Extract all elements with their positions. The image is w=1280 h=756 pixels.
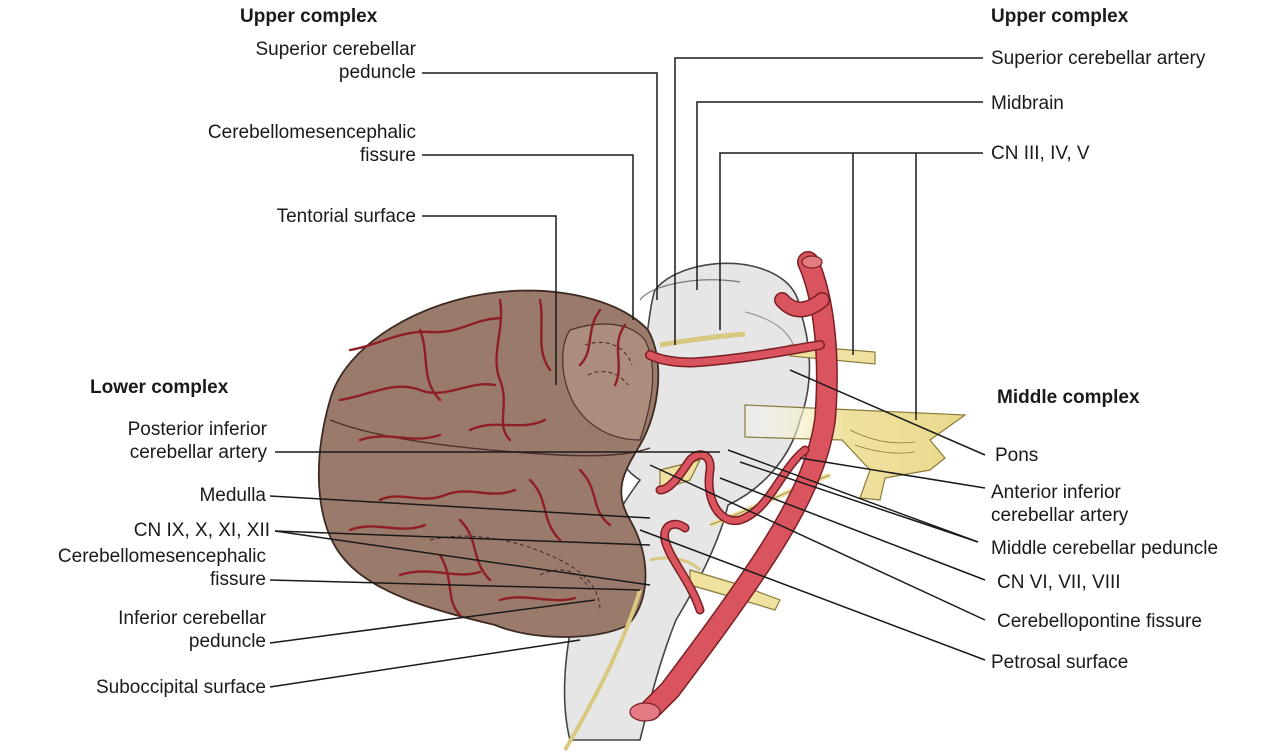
leader-lines — [269, 57, 986, 688]
leader-cerebellomesencephalic-fissure-lower — [269, 579, 641, 591]
label-line: Cerebellomesencephalic — [207, 122, 416, 143]
cn-iv-trochlear — [659, 331, 746, 348]
label-cerebellomesencephalic-fissure-upper: Cerebellomesencephalic fissure — [120, 121, 416, 167]
label-petrosal-surface: Petrosal surface — [991, 652, 1129, 673]
superior-cerebellar-artery-vessel — [646, 341, 824, 366]
cerebellum — [317, 289, 660, 638]
label-line: fissure — [360, 145, 416, 166]
label-cerebellomesencephalic-fissure-lower: Cerebellomesencephalic fissure — [0, 545, 266, 591]
leader-pons — [789, 369, 986, 456]
leader-cerebellomesencephalic-fissure-upper — [422, 154, 634, 320]
leader-inferior-cerebellar-peduncle — [269, 599, 596, 644]
label-cn-iii-iv-v: CN III, IV, V — [991, 143, 1090, 164]
label-anterior-inferior-cerebellar-artery: Anterior inferior cerebellar artery — [991, 481, 1128, 527]
label-suboccipital-surface: Suboccipital surface — [95, 677, 266, 698]
leader-midbrain — [696, 101, 983, 290]
heading-upper-complex-left: Upper complex — [240, 6, 378, 27]
label-line: Superior cerebellar — [255, 39, 416, 60]
label-inferior-cerebellar-peduncle: Inferior cerebellar peduncle — [40, 607, 266, 653]
leader-middle-cerebellar-peduncle-b — [739, 461, 979, 543]
label-line: peduncle — [188, 631, 266, 652]
label-line: Inferior cerebellar — [118, 608, 266, 629]
leader-cn-iii-iv-v — [719, 152, 983, 330]
heading-middle-complex: Middle complex — [997, 387, 1140, 408]
leader-cn-ix-xii-b — [274, 530, 651, 586]
label-line: Anterior inferior — [991, 482, 1121, 503]
leader-medulla — [269, 495, 651, 519]
label-posterior-inferior-cerebellar-artery: Posterior inferior cerebellar artery — [40, 418, 267, 464]
label-middle-cerebellar-peduncle: Middle cerebellar peduncle — [991, 538, 1219, 559]
posterior-cerebral-artery — [775, 293, 829, 316]
label-line: cerebellar artery — [129, 442, 267, 463]
leader-superior-cerebellar-peduncle — [422, 72, 658, 300]
leader-superior-cerebellar-artery — [674, 57, 983, 345]
label-pons: Pons — [995, 445, 1039, 466]
aica-vessel — [657, 447, 808, 524]
label-medulla: Medulla — [199, 485, 266, 506]
leader-cn-ix-xii-a — [274, 530, 651, 546]
label-line: cerebellar artery — [991, 505, 1129, 526]
label-cn-ix-x-xi-xii: CN IX, X, XI, XII — [133, 520, 270, 541]
basilar-vertebral-artery — [640, 252, 837, 720]
label-superior-cerebellar-peduncle: Superior cerebellar peduncle — [160, 38, 416, 84]
label-midbrain: Midbrain — [991, 93, 1064, 114]
cn-xi-accessory — [563, 589, 642, 752]
leader-petrosal-surface — [639, 529, 986, 661]
leader-tentorial-surface — [422, 215, 557, 385]
heading-upper-complex-right: Upper complex — [991, 6, 1129, 27]
cerebellar-surface-vessels — [338, 298, 627, 617]
leader-aica — [799, 457, 986, 489]
leader-suboccipital-surface — [269, 639, 581, 688]
label-line: fissure — [210, 569, 266, 590]
label-line: peduncle — [338, 62, 416, 83]
arteries — [629, 251, 838, 722]
leader-middle-cerebellar-peduncle-a — [727, 449, 979, 543]
label-tentorial-surface: Tentorial surface — [276, 206, 416, 227]
label-line: Posterior inferior — [127, 419, 267, 440]
leader-cerebellopontine-fissure — [649, 464, 986, 621]
label-line: Cerebellomesencephalic — [57, 546, 266, 567]
label-cerebellopontine-fissure: Cerebellopontine fissure — [997, 611, 1202, 632]
leader-cn-vi-vii-viii — [719, 477, 986, 581]
label-cn-vi-vii-viii: CN VI, VII, VIII — [997, 572, 1121, 593]
label-superior-cerebellar-artery: Superior cerebellar artery — [991, 48, 1206, 69]
heading-lower-complex: Lower complex — [90, 377, 229, 398]
